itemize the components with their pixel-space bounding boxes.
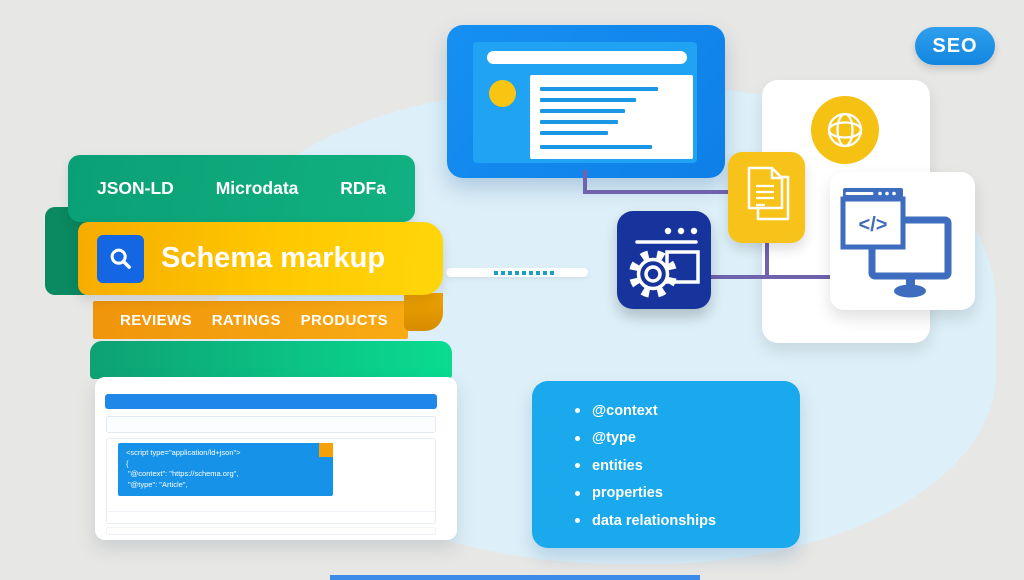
text-line: [540, 87, 658, 91]
category-label-products: PRODUCTS: [300, 311, 388, 329]
code-line: <script type="application/ld+json">: [126, 448, 241, 457]
connector-line: [583, 190, 731, 194]
bullet-dot-icon: [575, 490, 580, 496]
globe-icon: [811, 96, 879, 164]
format-label-microdata: Microdata: [215, 178, 299, 198]
hero-browser-window: [447, 25, 725, 178]
concept-label: entities: [592, 457, 643, 474]
hero-avatar-dot: [489, 80, 516, 107]
concept-label: @type: [592, 430, 636, 447]
text-line: [540, 98, 636, 102]
format-label-rdfa: RDFa: [340, 178, 386, 198]
categories-banner: REVIEWS RATINGS PRODUCTS: [93, 301, 408, 339]
code-accent-square: [319, 443, 333, 457]
category-label-ratings: RATINGS: [211, 311, 281, 329]
concept-label: @context: [592, 402, 658, 419]
connector-line: [765, 242, 769, 279]
gear-browser-icon: [617, 211, 711, 309]
browser-address-bar: [106, 416, 436, 433]
list-item: @context: [575, 397, 800, 425]
ribbon-fold: [404, 293, 443, 331]
text-line: [540, 120, 618, 124]
page-title: Schema markup: [161, 242, 386, 274]
seo-badge: SEO: [915, 27, 995, 65]
content-divider: [107, 511, 435, 512]
svg-text:</>: </>: [859, 214, 888, 236]
code-browser-mockup: <script type="application/ld+json"> { "@…: [95, 377, 457, 540]
browser-content-area: <script type="application/ld+json"> { "@…: [106, 438, 436, 524]
code-line: {: [126, 458, 129, 468]
hero-search-bar: [487, 51, 687, 64]
bottom-blue-strip: [330, 575, 700, 580]
hero-result-panel: [530, 75, 693, 159]
bullet-dot-icon: [575, 408, 580, 414]
title-banner: Schema markup: [78, 222, 443, 295]
list-item: properties: [575, 480, 800, 508]
code-line: "@type": "Article",: [128, 479, 188, 489]
bullet-dot-icon: [575, 435, 580, 441]
format-label-jsonld: JSON-LD: [97, 178, 174, 198]
formats-banner: JSON-LD Microdata RDFa: [68, 155, 415, 222]
concept-label: data relationships: [592, 512, 717, 529]
schema-concepts-card: @context @type entities properties data …: [532, 381, 800, 548]
code-snippet-block: <script type="application/ld+json"> { "@…: [118, 443, 333, 496]
list-item: entities: [575, 452, 800, 480]
text-line: [540, 109, 625, 113]
text-line: [540, 131, 608, 135]
dashed-connector: [494, 271, 554, 275]
list-item: data relationships: [575, 507, 800, 535]
browser-header-bar: [105, 394, 437, 409]
connector-line: [711, 275, 831, 279]
code-monitor-icon: </>: [830, 172, 975, 310]
hero-browser-viewport: [473, 42, 697, 163]
list-item: @type: [575, 425, 800, 453]
text-line: [540, 145, 652, 149]
code-line: "@context": "https://schema.org",: [128, 469, 239, 478]
bullet-dot-icon: [575, 518, 580, 524]
seo-badge-label: SEO: [932, 34, 978, 57]
browser-footer-strip: [106, 527, 436, 535]
search-icon: [97, 234, 144, 283]
connector-line: [583, 170, 587, 194]
green-bar: [90, 341, 452, 379]
bullet-dot-icon: [575, 463, 580, 469]
document-icon: [728, 152, 805, 243]
concept-label: properties: [592, 485, 663, 502]
category-label-reviews: REVIEWS: [120, 311, 192, 329]
